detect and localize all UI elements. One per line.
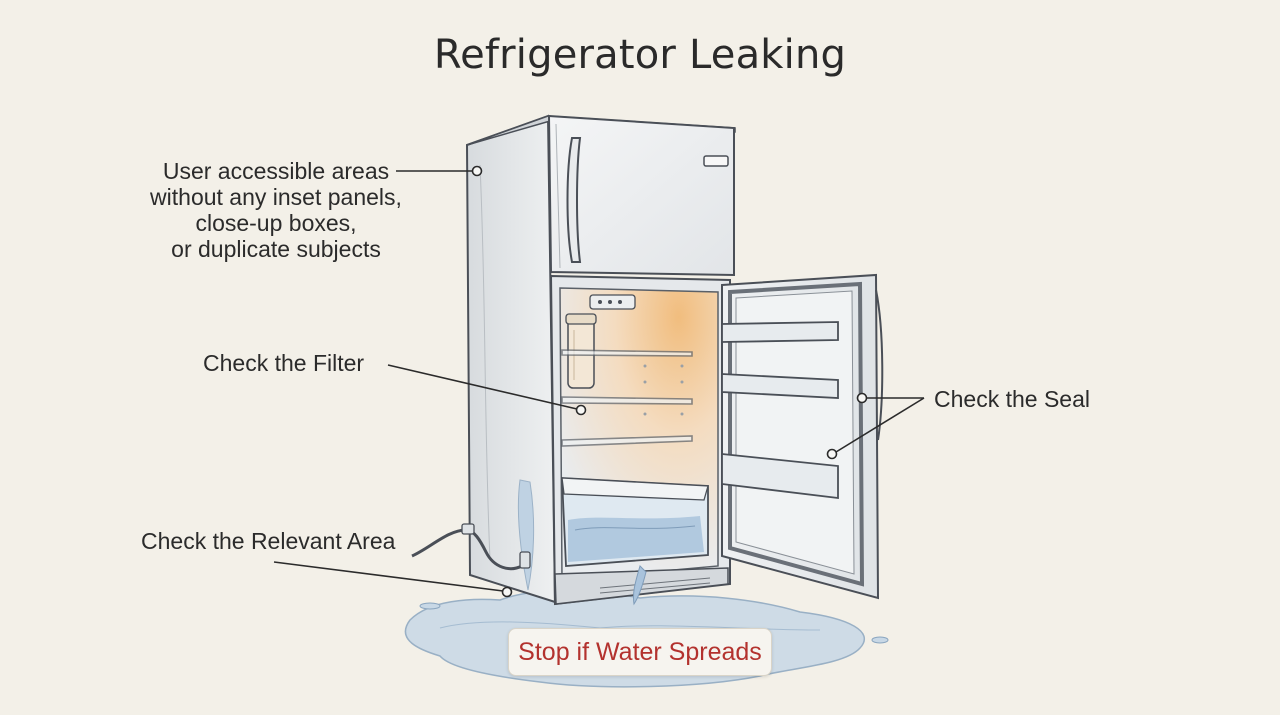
water-supply-line xyxy=(411,528,530,571)
callout-line-2: without any inset panels, xyxy=(150,184,402,210)
freezer-handle xyxy=(566,137,582,263)
stop-warning-badge: Stop if Water Spreads xyxy=(508,628,772,676)
callout-check-filter: Check the Filter xyxy=(203,350,365,376)
callout-line-4: or duplicate subjects xyxy=(171,236,381,262)
callout-anchors xyxy=(471,165,868,598)
diagram-title: Refrigerator Leaking xyxy=(433,32,847,78)
fridge-side-panel xyxy=(465,114,557,604)
control-panel xyxy=(589,294,636,310)
callout-lines xyxy=(273,170,925,592)
callout-line-1: User accessible areas xyxy=(162,158,390,184)
callout-line-3: close-up boxes, xyxy=(195,210,357,236)
callout-check-seal: Check the Seal xyxy=(934,386,1090,412)
callout-user-accessible-areas: User accessible areas without any inset … xyxy=(140,158,412,262)
freezer-door xyxy=(547,114,735,277)
door-bins xyxy=(721,321,839,500)
brand-badge xyxy=(703,155,729,167)
callout-check-relevant-area: Check the Relevant Area xyxy=(141,528,396,554)
fridge-shelves xyxy=(561,349,693,447)
